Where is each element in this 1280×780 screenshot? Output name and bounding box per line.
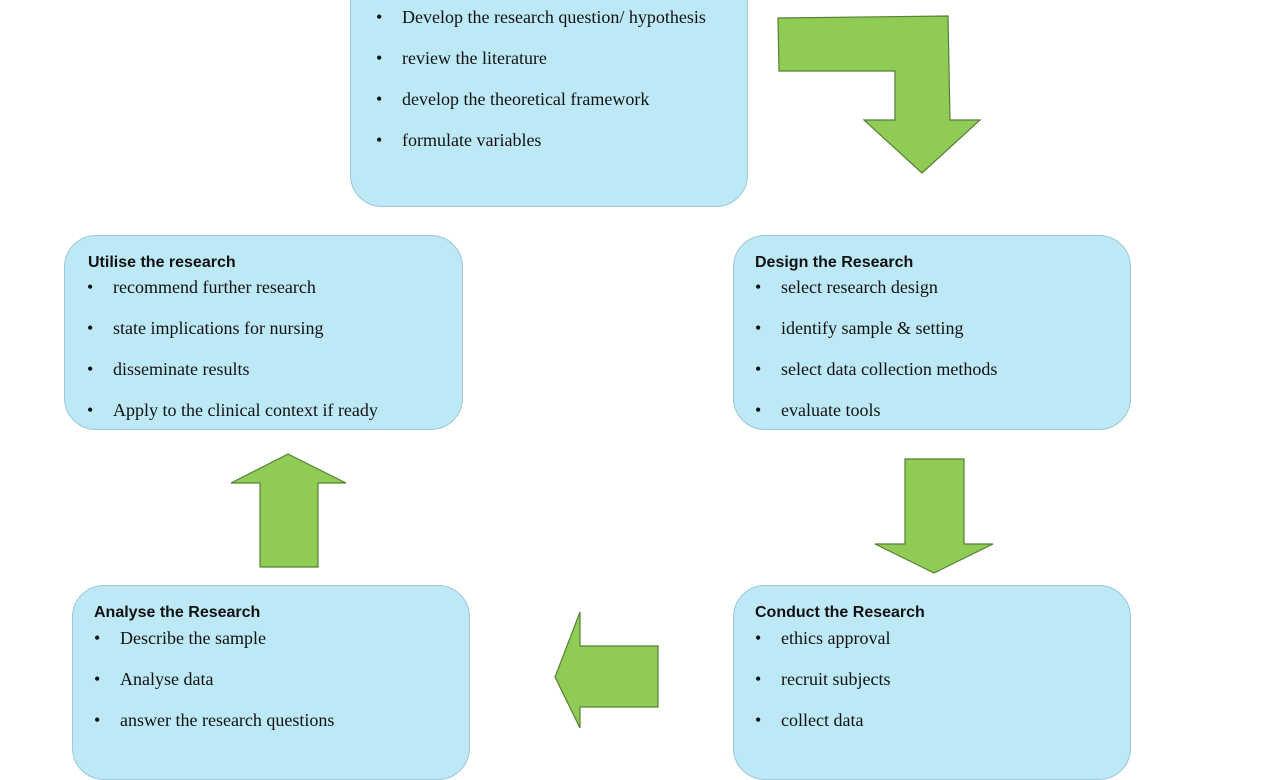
box-design: Design the Research select research desi… <box>733 235 1131 430</box>
box-title: Utilise the research <box>88 254 236 271</box>
list-item: identify sample & setting <box>755 317 1125 340</box>
list-item: state implications for nursing <box>87 317 457 340</box>
box-title: Analyse the Research <box>94 604 261 621</box>
utilise-list: recommend further research state implica… <box>87 276 457 440</box>
box-title: Design the Research <box>755 254 914 271</box>
box-plan: Develop the research question/ hypothesi… <box>350 0 748 207</box>
list-item: review the literature <box>376 47 736 70</box>
plan-list: Develop the research question/ hypothesi… <box>376 6 736 170</box>
box-title: Conduct the Research <box>755 604 925 621</box>
list-item: evaluate tools <box>755 399 1125 422</box>
list-item: recruit subjects <box>755 668 1125 691</box>
list-item: Apply to the clinical context if ready <box>87 399 457 422</box>
box-utilise: Utilise the research recommend further r… <box>64 235 463 430</box>
list-item: recommend further research <box>87 276 457 299</box>
list-item: disseminate results <box>87 358 457 381</box>
list-item: Develop the research question/ hypothesi… <box>376 6 736 29</box>
arrow-up-icon <box>230 453 347 568</box>
list-item: ethics approval <box>755 627 1125 650</box>
arrow-left-icon <box>554 611 659 729</box>
list-item: select research design <box>755 276 1125 299</box>
list-item: Analyse data <box>94 668 464 691</box>
list-item: develop the theoretical framework <box>376 88 736 111</box>
bent-arrow-down-icon <box>777 15 982 174</box>
design-list: select research design identify sample &… <box>755 276 1125 440</box>
list-item: Describe the sample <box>94 627 464 650</box>
arrow-down-icon <box>874 458 994 574</box>
list-item: select data collection methods <box>755 358 1125 381</box>
list-item: formulate variables <box>376 129 736 152</box>
